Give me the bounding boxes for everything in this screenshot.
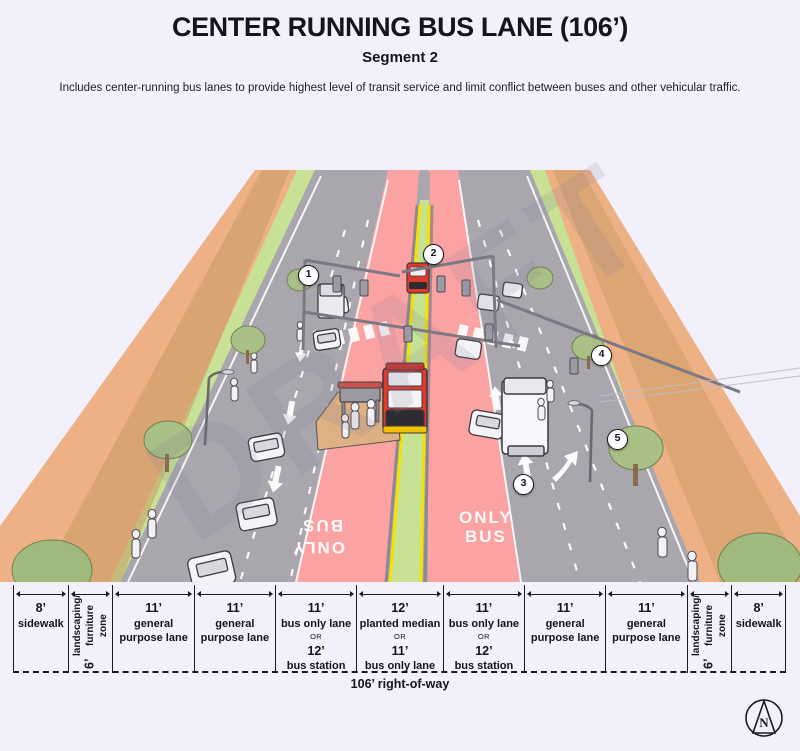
dimension-name: sidewalk xyxy=(735,617,782,630)
dimension-feet: 8’ xyxy=(35,601,47,615)
compass-rose: N xyxy=(741,695,787,741)
dimension-name: landscaping/furniture zone xyxy=(72,594,110,656)
callout-4[interactable]: 4 xyxy=(591,345,612,366)
dimension-name: landscaping/furniture zone xyxy=(690,594,728,656)
dimension-alt-feet: 12’ xyxy=(307,643,325,658)
callout-2[interactable]: 2 xyxy=(423,244,444,265)
dimension-name: sidewalk xyxy=(17,617,64,630)
svg-text:ONLY: ONLY xyxy=(459,508,513,527)
dimension-arrow xyxy=(277,590,355,599)
dimension-arrow xyxy=(445,590,523,599)
dimension-or-label: OR xyxy=(477,631,490,641)
dimension-arrow xyxy=(689,590,730,599)
dimension-feet: 11’ xyxy=(475,601,493,615)
dimension-arrow xyxy=(115,590,192,599)
dimension-arrow xyxy=(359,590,441,599)
svg-text:BUS: BUS xyxy=(301,516,343,535)
dimension-name: general purpose lane xyxy=(200,617,270,644)
dimension-vertical-stack: 6’ landscaping/furniture zone xyxy=(71,593,110,669)
header: CENTER RUNNING BUS LANE (106’) Segment 2… xyxy=(0,0,800,98)
callout-1[interactable]: 1 xyxy=(298,265,319,286)
right-of-way-dashed-line xyxy=(13,671,786,673)
dimension-feet: 11’ xyxy=(226,601,244,615)
dimension-alt-name: bus station xyxy=(454,660,514,673)
dimension-column-8: 11’ general purpose lane xyxy=(524,585,605,673)
page-subtitle: Segment 2 xyxy=(362,49,438,67)
dimension-arrow xyxy=(70,590,111,599)
dimension-feet: 6’ xyxy=(82,658,97,669)
dimension-vertical-stack: 6’ landscaping/furniture zone xyxy=(690,593,729,669)
dimension-arrow xyxy=(527,590,604,599)
dimension-column-9: 11’ general purpose lane xyxy=(605,585,686,673)
dimension-name: bus only lane xyxy=(448,617,520,630)
dimension-feet: 11’ xyxy=(556,601,574,615)
right-of-way-label: 106’ right-of-way xyxy=(350,677,450,691)
dimension-alt-feet: 12’ xyxy=(475,643,493,658)
dimension-arrow xyxy=(196,590,273,599)
dimension-alt-name: bus only lane xyxy=(364,660,436,673)
page-title: CENTER RUNNING BUS LANE (106’) xyxy=(171,12,629,42)
callout-5[interactable]: 5 xyxy=(607,429,628,450)
dimension-alt-feet: 11’ xyxy=(391,643,409,658)
dimension-arrow xyxy=(608,590,685,599)
svg-text:BUS: BUS xyxy=(465,527,507,546)
dimension-column-4: 11’ general purpose lane xyxy=(193,585,275,673)
street-illustration: BUS ONLY ONLY BUS xyxy=(0,110,800,582)
dimension-alt-name: bus station xyxy=(286,660,346,673)
dimension-column-10: 6’ landscaping/furniture zone xyxy=(686,585,732,673)
dimension-name: general purpose lane xyxy=(119,617,188,644)
dimension-or-label: OR xyxy=(310,631,323,641)
dimension-name: planted median xyxy=(359,617,441,630)
svg-text:ONLY: ONLY xyxy=(291,538,345,557)
dimension-column-2: 6’ landscaping/furniture zone xyxy=(67,585,113,673)
dimension-name: general purpose lane xyxy=(530,617,600,644)
callout-3[interactable]: 3 xyxy=(513,474,534,495)
dimension-column-3: 11’ general purpose lane xyxy=(112,585,193,673)
dimension-column-1: 8’ sidewalk xyxy=(13,585,68,673)
compass-north-label: N xyxy=(759,715,769,730)
dimension-name: bus only lane xyxy=(280,617,352,630)
dimension-feet: 11’ xyxy=(638,601,655,615)
page-description: Includes center-running bus lanes to pro… xyxy=(59,82,741,95)
dimension-arrow xyxy=(16,590,66,599)
dimension-feet: 6’ xyxy=(701,658,716,669)
dimension-feet: 8’ xyxy=(753,601,764,615)
dimension-column-11: 8’ sidewalk xyxy=(731,585,787,673)
dimension-feet: 11’ xyxy=(145,601,162,615)
dimension-name: general purpose lane xyxy=(612,617,681,644)
dimension-arrow xyxy=(734,590,784,599)
dimension-or-label: OR xyxy=(393,631,407,641)
dimension-feet: 11’ xyxy=(307,601,325,615)
dimension-feet: 12’ xyxy=(391,601,409,615)
